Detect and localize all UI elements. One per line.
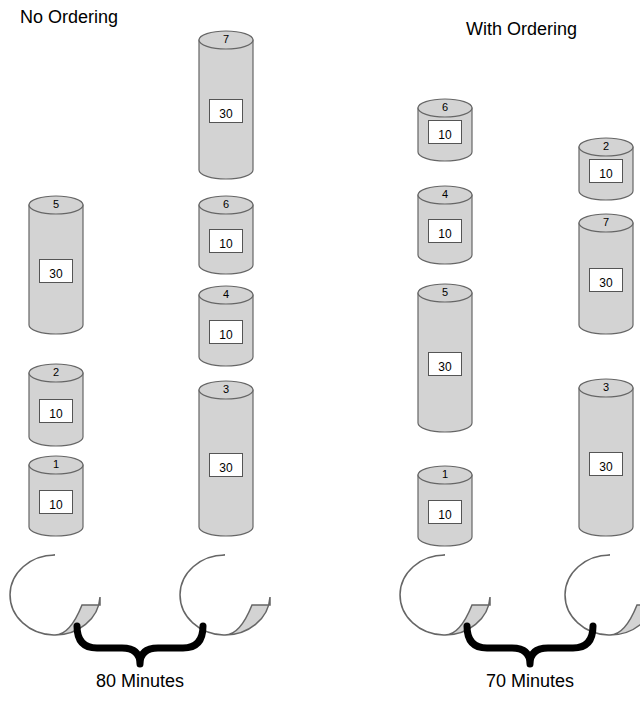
job-number: 3 <box>198 383 254 396</box>
drive-bubble <box>10 555 100 635</box>
job-cylinder: 7 30 <box>578 213 634 335</box>
duration-box: 30 <box>428 352 462 376</box>
job-cylinder: 6 10 <box>417 98 473 162</box>
job-number: 3 <box>578 381 634 394</box>
drive-bubble <box>400 555 490 635</box>
job-cylinder: 1 10 <box>28 455 84 537</box>
total-time: 80 Minutes <box>96 670 184 692</box>
duration-box: 10 <box>39 399 73 423</box>
duration-box: 30 <box>589 268 623 292</box>
job-cylinder: 6 10 <box>198 195 254 275</box>
duration-value: 30 <box>599 460 612 474</box>
duration-value: 30 <box>219 461 232 475</box>
duration-box: 10 <box>428 120 462 144</box>
duration-box: 10 <box>428 500 462 524</box>
drive-bubble <box>180 555 270 635</box>
job-cylinder: 4 10 <box>198 285 254 367</box>
brace <box>77 626 203 664</box>
job-cylinder: 5 30 <box>417 283 473 433</box>
duration-value: 10 <box>49 498 62 512</box>
job-number: 5 <box>28 198 84 211</box>
duration-box: 30 <box>209 453 243 477</box>
duration-box: 30 <box>209 99 243 123</box>
duration-box: 10 <box>428 219 462 243</box>
duration-box: 10 <box>209 320 243 344</box>
brace <box>467 626 593 664</box>
job-number: 6 <box>417 101 473 114</box>
job-cylinder: 1 10 <box>417 465 473 547</box>
job-number: 7 <box>198 33 254 46</box>
job-number: 7 <box>578 216 634 229</box>
duration-value: 10 <box>219 237 232 251</box>
duration-value: 10 <box>438 227 451 241</box>
duration-box: 10 <box>209 229 243 253</box>
scenario-title: No Ordering <box>20 6 118 28</box>
duration-value: 10 <box>49 407 62 421</box>
duration-value: 10 <box>219 328 232 342</box>
scenario-title: With Ordering <box>466 18 577 40</box>
duration-value: 30 <box>438 360 451 374</box>
job-number: 2 <box>28 366 84 379</box>
job-cylinder: 2 10 <box>28 363 84 447</box>
job-number: 1 <box>417 468 473 481</box>
job-number: 4 <box>417 188 473 201</box>
duration-value: 10 <box>438 508 451 522</box>
duration-value: 30 <box>219 107 232 121</box>
duration-value: 10 <box>599 167 612 181</box>
duration-value: 10 <box>438 128 451 142</box>
duration-box: 10 <box>39 490 73 514</box>
job-number: 4 <box>198 288 254 301</box>
job-cylinder: 2 10 <box>578 137 634 201</box>
job-cylinder: 7 30 <box>198 30 254 180</box>
job-cylinder: 3 30 <box>578 378 634 537</box>
job-number: 1 <box>28 458 84 471</box>
duration-box: 10 <box>589 159 623 183</box>
job-cylinder: 3 30 <box>198 380 254 537</box>
duration-box: 30 <box>39 259 73 283</box>
duration-box: 30 <box>589 452 623 476</box>
total-time: 70 Minutes <box>486 670 574 692</box>
duration-value: 30 <box>599 276 612 290</box>
duration-value: 30 <box>49 267 62 281</box>
drive-bubble <box>565 555 640 635</box>
job-cylinder: 4 10 <box>417 185 473 265</box>
job-number: 2 <box>578 140 634 153</box>
job-number: 6 <box>198 198 254 211</box>
job-cylinder: 5 30 <box>28 195 84 335</box>
job-number: 5 <box>417 286 473 299</box>
